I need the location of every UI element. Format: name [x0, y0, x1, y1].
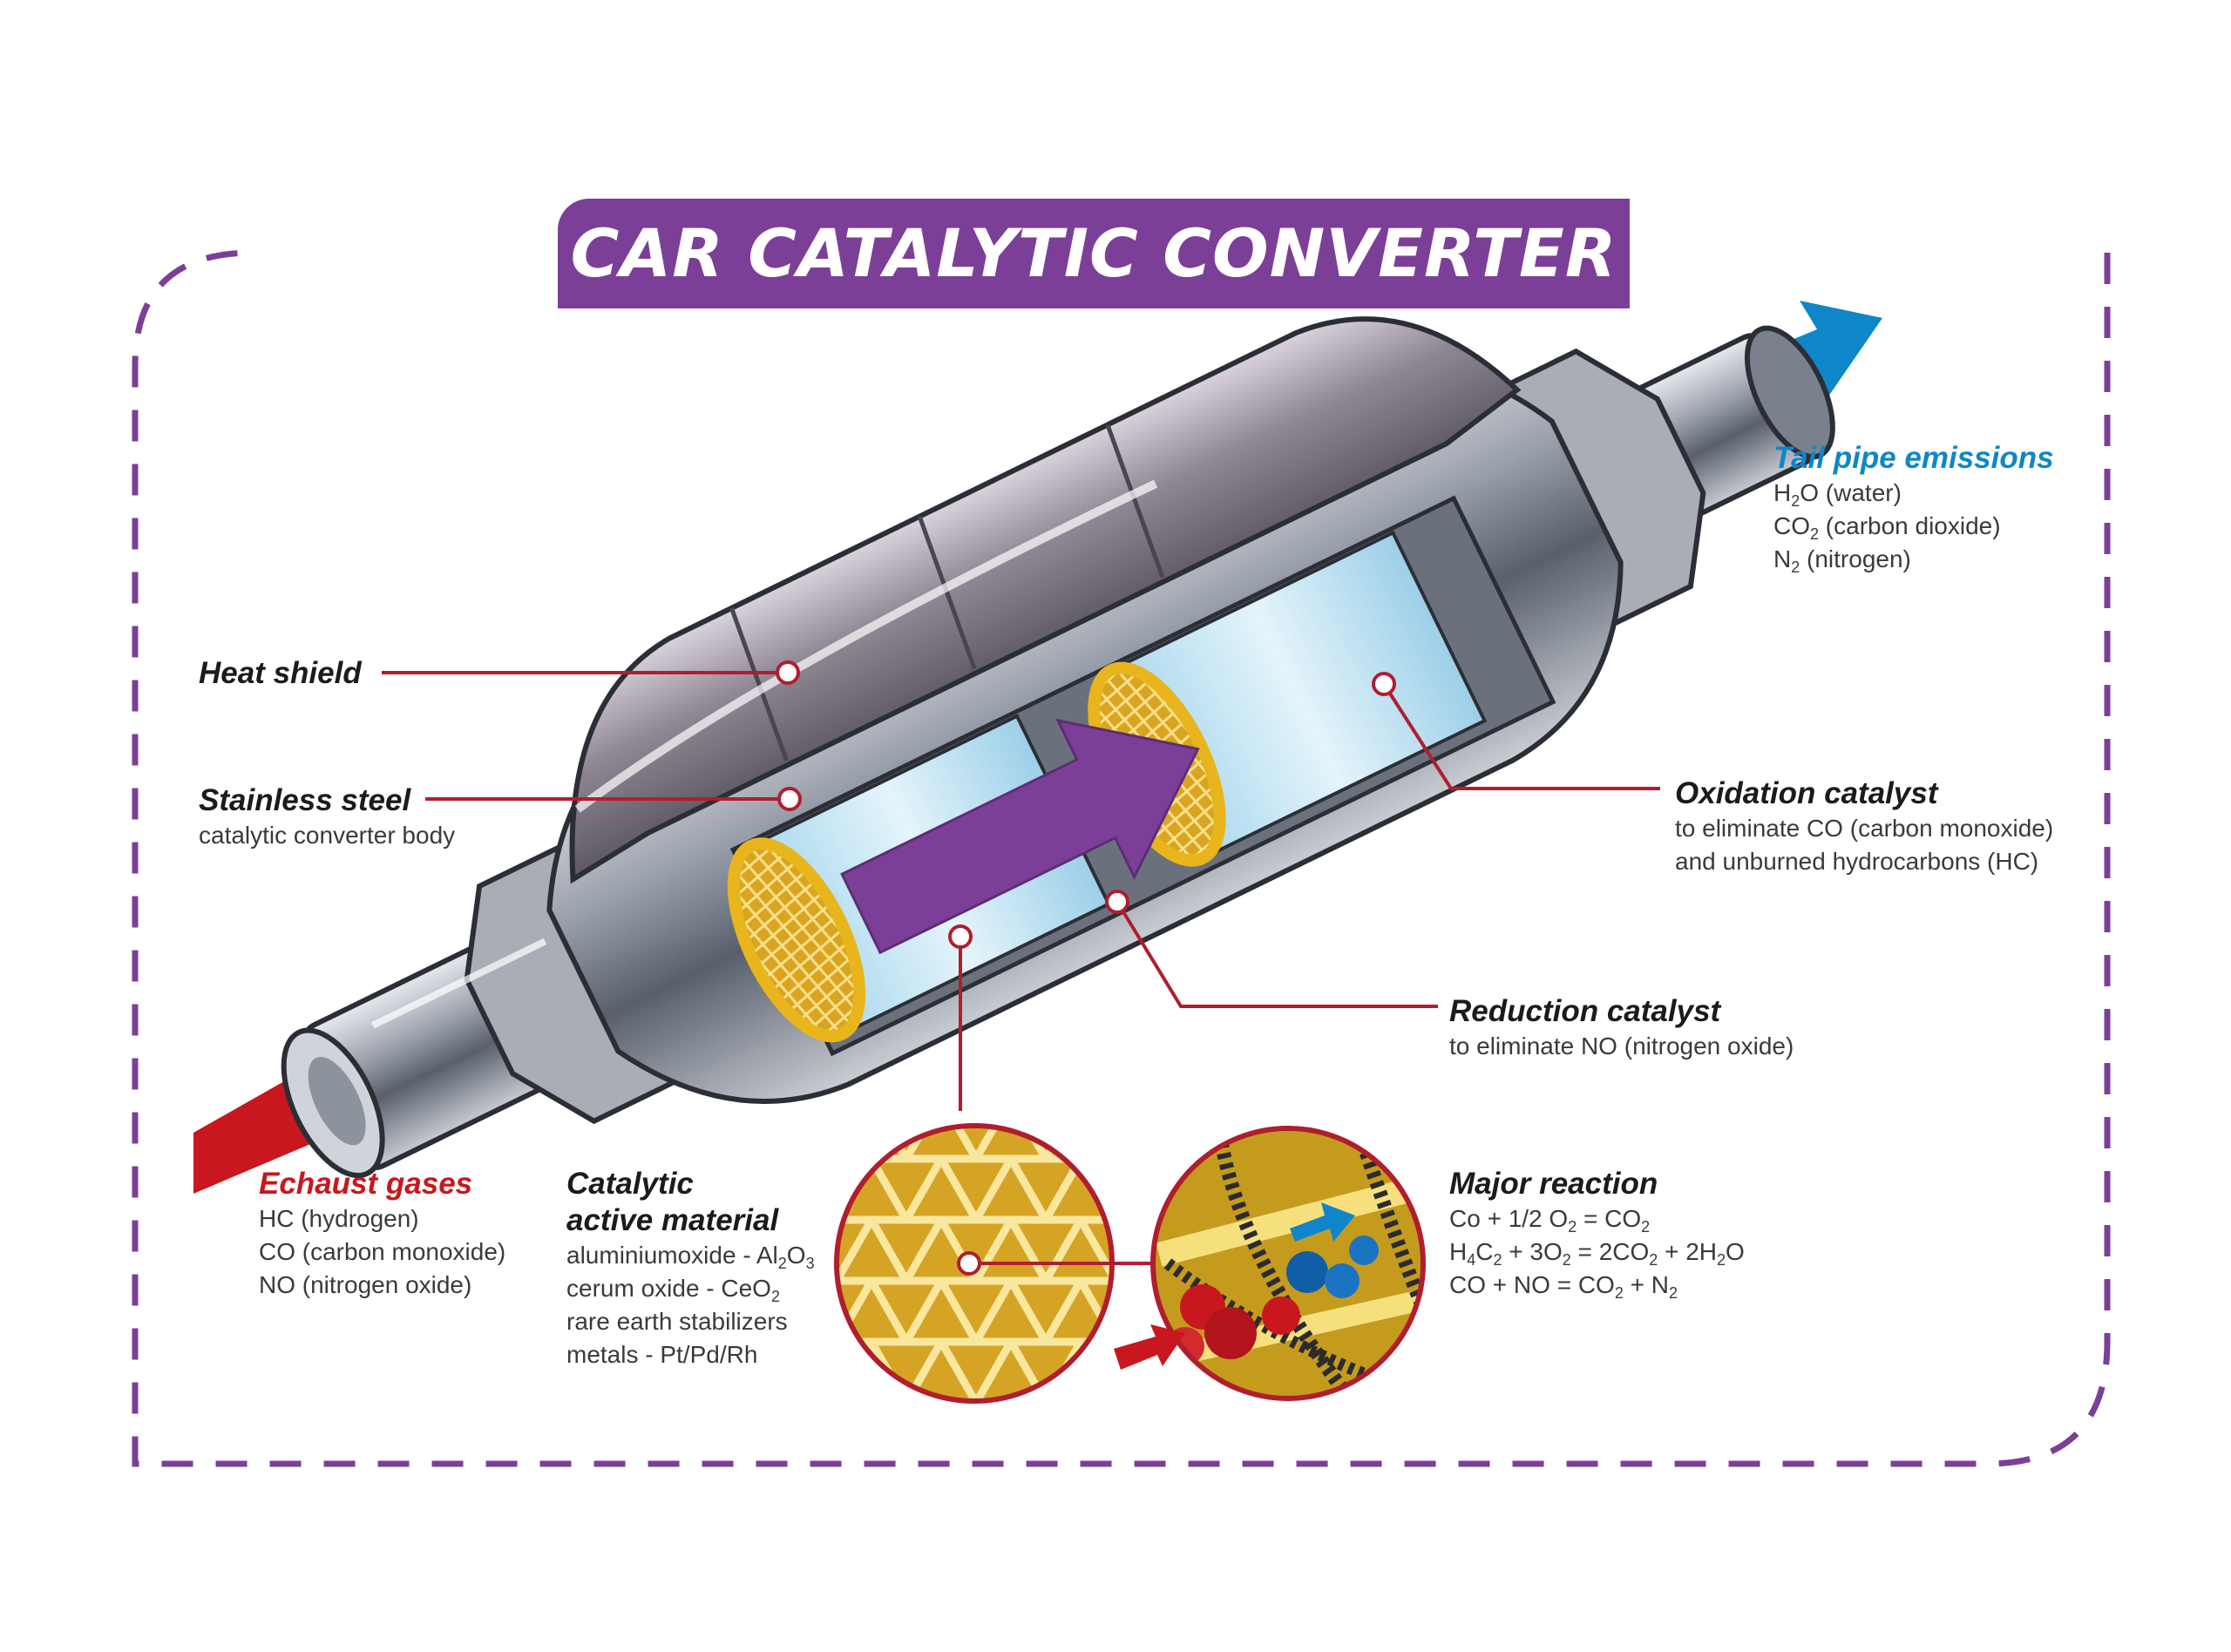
tail-pipe-title: Tail pipe emissions [1773, 441, 2054, 475]
label-reduction-catalyst: Reduction catalyst to eliminate NO (nitr… [1449, 993, 1794, 1063]
reaction-zoom [1153, 1128, 1423, 1398]
label-major-reaction: Major reaction Co + 1/2 O2 = CO2 H4C2 + … [1449, 1166, 1745, 1302]
reaction-line-3: CO + NO = CO2 + N2 [1449, 1271, 1678, 1302]
catalytic-line-4: metals - Pt/Pd/Rh [566, 1341, 758, 1368]
leader-reduction [1116, 900, 1438, 1008]
exhaust-title: Echaust gases [259, 1167, 473, 1201]
dot-heat-shield [776, 660, 800, 685]
tail-pipe-h2o: H2O (water) [1773, 479, 1902, 510]
label-oxidation-catalyst: Oxidation catalyst to eliminate CO (carb… [1675, 775, 2053, 878]
heat-shield-title: Heat shield [199, 656, 362, 690]
leader-dots [776, 660, 1396, 1276]
label-stainless-steel: Stainless steel catalytic converter body [199, 782, 455, 852]
dot-oxidation [1372, 672, 1396, 696]
title-banner [558, 199, 1630, 308]
dot-stainless-steel [777, 787, 802, 811]
exhaust-line-2: CO (carbon monoxide) [259, 1238, 506, 1265]
catalytic-title-2: active material [566, 1203, 779, 1237]
page-title: CAR CATALYTIC CONVERTER [570, 214, 1617, 292]
reaction-line-1: Co + 1/2 O2 = CO2 [1449, 1205, 1651, 1236]
oxidation-desc-2: and unburned hydrocarbons (HC) [1675, 848, 2039, 875]
tail-pipe-co2: CO2 (carbon dioxide) [1773, 512, 2001, 543]
label-exhaust-gases: Echaust gases HC (hydrogen) CO (carbon m… [259, 1166, 505, 1302]
reduction-desc: to eliminate NO (nitrogen oxide) [1449, 1032, 1794, 1060]
reduction-title: Reduction catalyst [1449, 994, 1721, 1028]
dot-catalyst [948, 924, 973, 949]
reaction-title: Major reaction [1449, 1167, 1658, 1201]
catalytic-line-2: cerum oxide - CeO2 [566, 1275, 780, 1305]
catalytic-line-1: aluminiumoxide - Al2O3 [566, 1242, 815, 1272]
leader-lines [382, 671, 1660, 1265]
label-heat-shield: Heat shield [199, 655, 362, 692]
tail-pipe-n2: N2 (nitrogen) [1773, 545, 1911, 576]
dot-zoom-center [957, 1251, 981, 1276]
oxidation-title: Oxidation catalyst [1675, 776, 1938, 810]
label-catalytic-material: Catalytic active material aluminiumoxide… [566, 1166, 815, 1371]
dot-reduction [1105, 890, 1129, 914]
reaction-inflow-arrow [1114, 1324, 1185, 1370]
catalytic-line-3: rare earth stabilizers [566, 1308, 788, 1335]
oxidation-desc-1: to eliminate CO (carbon monoxide) [1675, 815, 2054, 842]
reaction-line-2: H4C2 + 3O2 = 2CO2 + 2H2O [1449, 1238, 1745, 1269]
stainless-steel-title: Stainless steel [199, 783, 411, 817]
label-tail-pipe: Tail pipe emissions H2O (water) CO2 (car… [1773, 440, 2054, 576]
dashed-frame [132, 249, 2111, 1467]
stainless-steel-desc: catalytic converter body [199, 822, 456, 849]
catalytic-title-1: Catalytic [566, 1167, 694, 1201]
exhaust-line-1: HC (hydrogen) [259, 1205, 419, 1232]
exhaust-line-3: NO (nitrogen oxide) [259, 1271, 472, 1298]
catalytic-converter-illustration [281, 316, 1835, 1179]
leader-oxidation [1382, 682, 1660, 790]
